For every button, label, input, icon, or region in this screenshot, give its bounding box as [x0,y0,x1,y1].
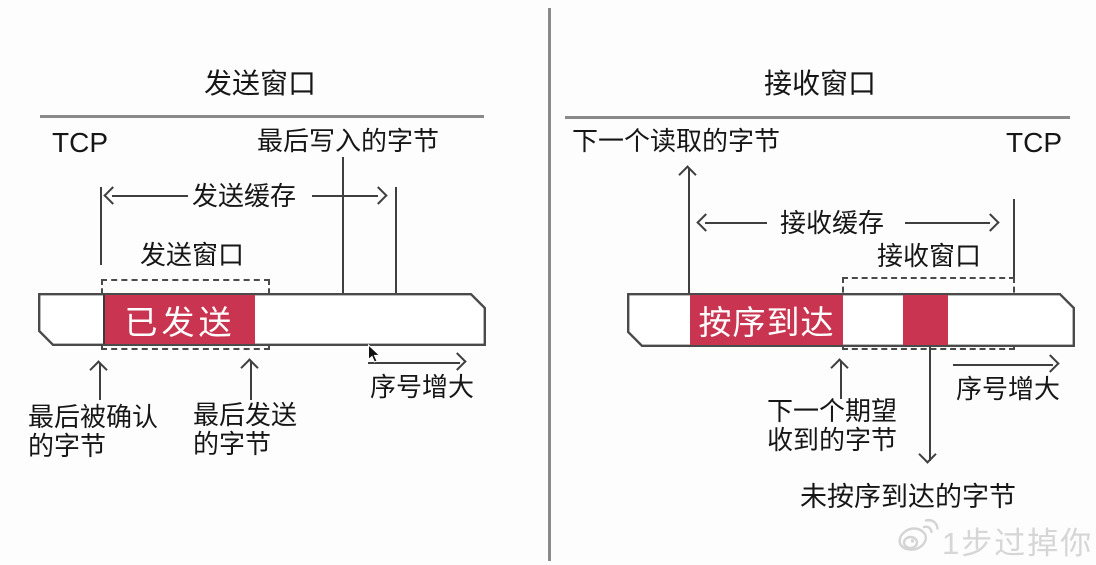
last-written-byte-label: 最后写入的字节 [257,126,440,156]
receive-buffer-arrow-line-left [705,222,767,225]
send-buffer-label: 发送缓存 [192,181,297,211]
next-read-arrowhead-icon [678,165,697,184]
send-tcp-label: TCP [52,127,108,158]
last-sent-arrowhead-icon [240,358,259,377]
sent-segment: 已发送 [103,295,255,344]
receive-seq-increase-label: 序号增大 [956,374,1061,404]
send-window-label: 发送窗口 [140,240,245,270]
send-buffer-arrow-line-right [312,195,378,198]
send-title-underline [40,115,484,118]
receive-window-label: 接收窗口 [877,241,982,271]
receive-buffer-arrow-line-right [905,222,990,225]
next-expected-byte-label: 下一个期望 收到的字节 [766,396,897,456]
out-of-order-segment [903,295,948,345]
receive-title-underline [565,116,1070,119]
receive-buffer-right-tick [1013,199,1016,279]
send-buffer-arrow-line-left [112,195,188,198]
receive-buffer-right-arrowhead-icon [981,213,1000,232]
next-read-arrow-line [688,168,691,346]
receive-buffer-label: 接收缓存 [780,208,885,238]
last-written-arrow-line [342,157,345,341]
last-acked-byte-label: 最后被确认 的字节 [28,402,159,462]
send-seq-arrowhead-icon [448,352,467,371]
send-buffer-right-tick [395,187,398,345]
receive-tcp-label: TCP [1006,127,1062,158]
last-sent-byte-label: 最后发送 的字节 [193,400,298,460]
weibo-icon [898,518,939,551]
last-sent-arrow-line [250,361,253,400]
last-acked-arrowhead-icon [89,360,108,379]
send-panel-title: 发送窗口 [203,68,316,99]
out-of-order-arrow-line [929,347,932,461]
mouse-cursor [368,344,381,363]
next-read-byte-label: 下一个读取的字节 [572,126,781,156]
last-acked-arrow-line [99,363,102,400]
in-order-segment: 按序到达 [690,295,843,345]
sent-segment-label: 已发送 [124,303,236,341]
panel-divider [548,8,551,561]
out-of-order-arrowhead-icon [918,445,937,464]
send-buffer-left-tick [100,187,103,265]
out-of-order-byte-label: 未按序到达的字节 [800,482,1016,512]
send-seq-arrow-line [368,362,460,365]
in-order-segment-label: 按序到达 [698,304,835,341]
receive-seq-arrow-line [953,364,1053,367]
receive-panel-title: 接收窗口 [763,68,876,99]
next-expected-arrowhead-icon [830,358,849,377]
next-expected-arrow-line [840,361,843,399]
send-buffer-right-arrowhead-icon [369,186,388,205]
receive-seq-arrowhead-icon [1041,354,1060,373]
watermark-text: 1步过掉你 [942,526,1094,561]
send-seq-increase-label: 序号增大 [370,372,475,402]
